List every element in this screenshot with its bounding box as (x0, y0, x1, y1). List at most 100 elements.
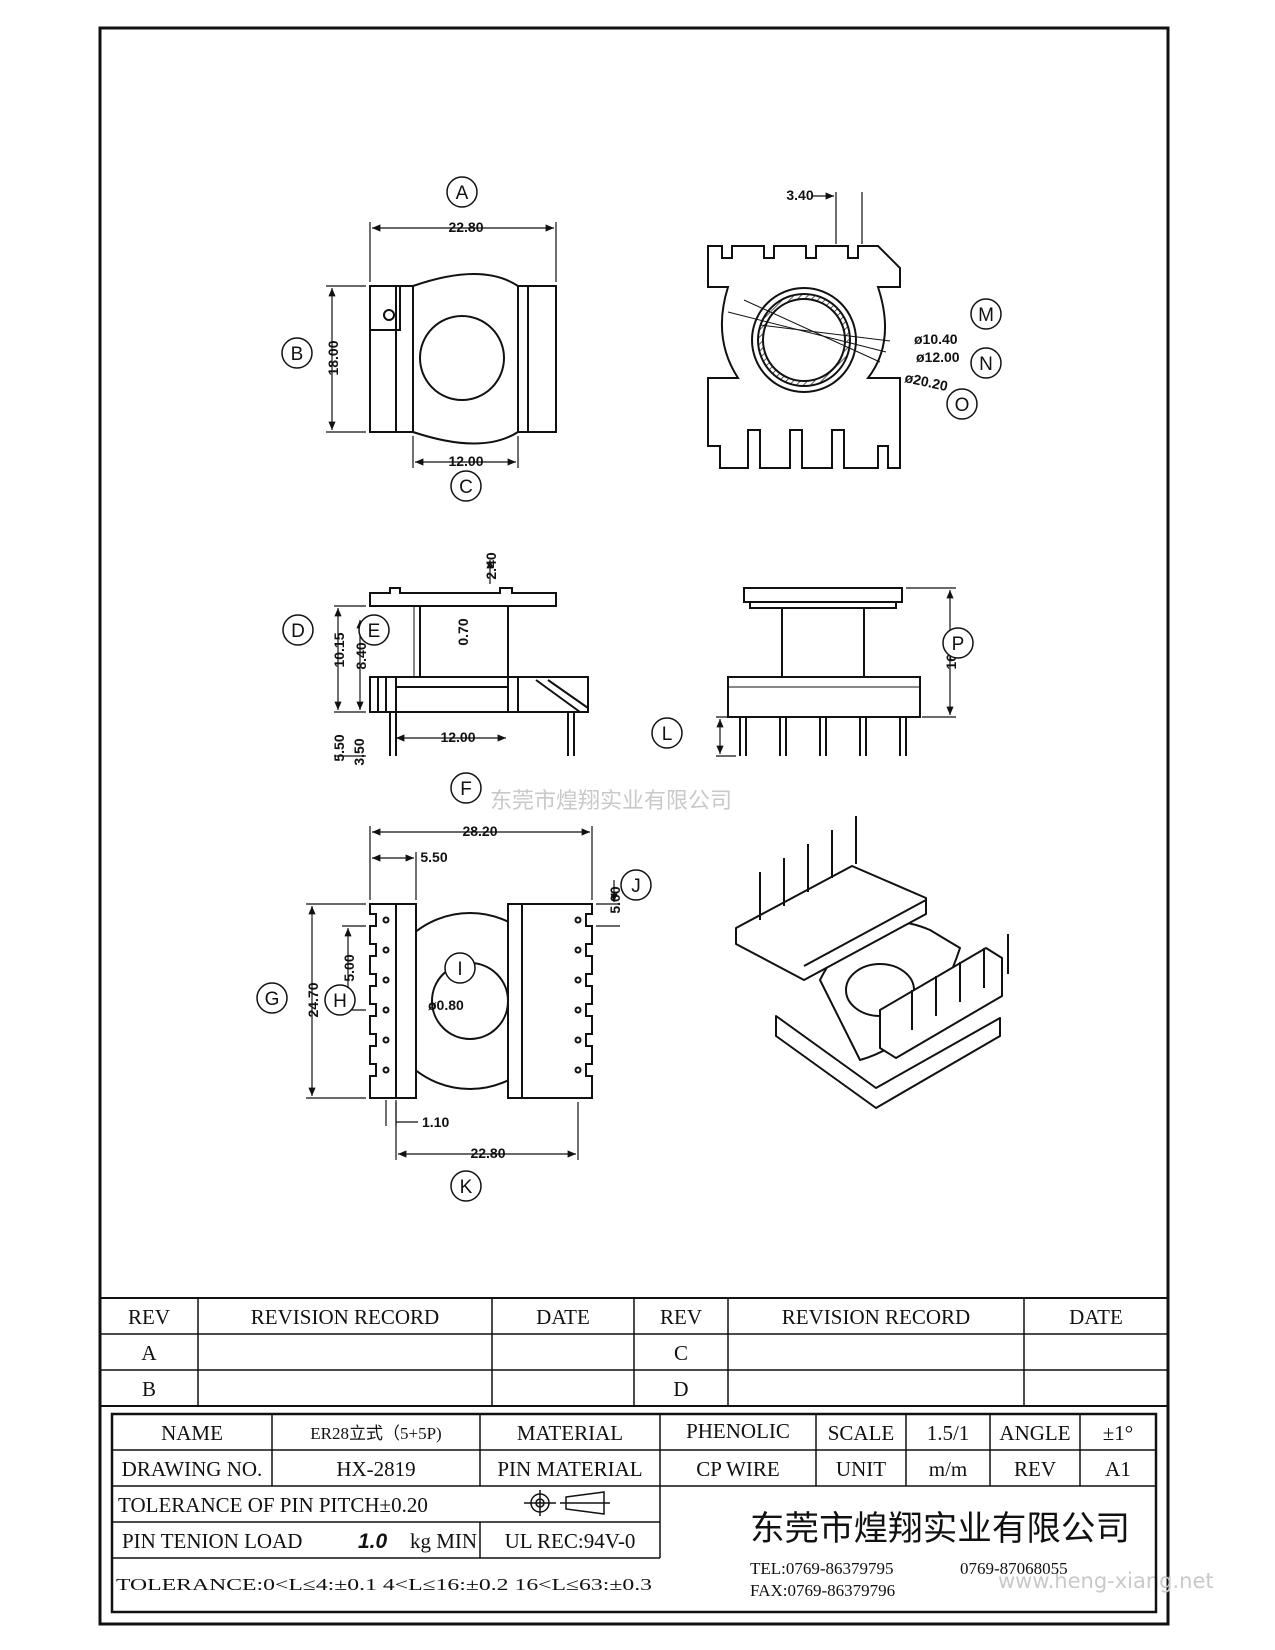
dim-side-core: 12.00 (440, 729, 475, 745)
angle-value: ±1° (1103, 1421, 1133, 1445)
pin-tension-unit: kg MIN (410, 1529, 477, 1553)
callout-label-k: K (460, 1177, 473, 1198)
callout-label-h: H (333, 991, 347, 1012)
callout-circle-g (256, 982, 288, 1014)
rev-row-a: A (141, 1341, 157, 1365)
rev-row-d: D (673, 1377, 688, 1401)
rev-label: REV (1014, 1457, 1056, 1481)
dim-d-mid: ø12.00 (916, 349, 960, 365)
website-url: www.heng-xiang.net (998, 1569, 1214, 1593)
top-view (369, 273, 557, 445)
name-label: NAME (161, 1421, 223, 1445)
company-name: 东莞市煌翔实业有限公司 (750, 1509, 1130, 1549)
dim-side-wall: 0.70 (455, 618, 471, 645)
rev-row-c: C (674, 1341, 688, 1365)
projection-symbol (524, 1490, 610, 1516)
callout-label-a: A (456, 183, 469, 204)
scale-label: SCALE (828, 1421, 895, 1445)
callout-circle-o (946, 388, 978, 420)
revision-table (100, 1297, 1168, 1407)
unit-value: m/m (929, 1457, 968, 1481)
top-right-dims (812, 192, 863, 244)
callout-label-b: B (291, 344, 304, 365)
callout-circle-d (282, 614, 314, 646)
rev-date-header-1: DATE (536, 1305, 590, 1329)
callout-circle-h (324, 984, 356, 1016)
top-view-dims (326, 222, 557, 468)
angle-label: ANGLE (999, 1421, 1070, 1445)
dim-top-height: 18.00 (325, 340, 341, 375)
rev-record-header-1: REVISION RECORD (251, 1305, 439, 1329)
callout-circle-i (444, 952, 476, 984)
ul-rating: UL REC:94V-0 (505, 1529, 636, 1553)
callout-circle-a (446, 176, 478, 208)
rev-header-2: REV (660, 1305, 702, 1329)
pin-tension-label: PIN TENION LOAD (122, 1529, 302, 1553)
tolerance-pitch: TOLERANCE OF PIN PITCH±0.20 (118, 1493, 428, 1517)
callout-label-n: N (979, 354, 993, 375)
front-view-dims (716, 587, 956, 757)
pin-material-label: PIN MATERIAL (497, 1457, 642, 1481)
side-view (369, 587, 589, 756)
callout-label-o: O (955, 395, 970, 416)
callout-circle-m (970, 298, 1002, 330)
bottom-view-dims (306, 826, 620, 1160)
dim-top-bottom: 12.00 (448, 453, 483, 469)
callout-label-p: P (952, 634, 965, 655)
dim-side-flange: 2.40 (483, 552, 499, 579)
callout-label-i: I (457, 959, 462, 980)
dim-bottom-pitch-l: 5.00 (341, 954, 357, 981)
rev-row-b: B (142, 1377, 156, 1401)
callout-label-l: L (662, 724, 673, 745)
callout-circle-f (450, 772, 482, 804)
dim-pitch-top: 3.40 (786, 187, 813, 203)
callout-circle-k (450, 1170, 482, 1202)
callout-circle-c (450, 470, 482, 502)
callout-label-d: D (291, 621, 305, 642)
dim-side-pin2: 3.50 (351, 738, 367, 765)
name-value: ER28立式（5+5P) (310, 1424, 441, 1443)
callout-circle-e (358, 614, 390, 646)
scale-value: 1.5/1 (927, 1421, 970, 1445)
tolerance-general: TOLERANCE:0<L≤4:±0.1 4<L≤16:±0.2 16<L≤63… (116, 1575, 652, 1594)
callout-circle-n (970, 347, 1002, 379)
dim-pin-dia: ø0.80 (428, 997, 464, 1013)
callout-label-m: M (978, 305, 994, 326)
dim-d-inner: ø10.40 (914, 331, 958, 347)
dim-side-pin1: 5.50 (331, 734, 347, 761)
callout-label-c: C (459, 477, 473, 498)
material-value: PHENOLIC (686, 1419, 790, 1443)
dim-side-h1: 10.15 (331, 632, 347, 667)
front-view (727, 587, 921, 756)
dim-bottom-offset: 5.50 (420, 849, 447, 865)
title-block (110, 1412, 1158, 1614)
dim-bottom-core: 22.80 (470, 1145, 505, 1161)
watermark: 东莞市煌翔实业有限公司 (490, 789, 732, 814)
drawing-no-label: DRAWING NO. (122, 1457, 263, 1481)
dim-pin-off: 1.10 (422, 1114, 449, 1130)
callout-circle-l (651, 717, 683, 749)
callout-label-g: G (265, 989, 280, 1010)
rev-value: A1 (1105, 1457, 1131, 1481)
dim-side-h2: 8.40 (353, 642, 369, 669)
company-fax: FAX:0769-86379796 (750, 1581, 895, 1600)
dim-bottom-pitch-r: 5.00 (607, 886, 623, 913)
bottom-view (369, 903, 593, 1099)
dim-d-outer: ø20.20 (903, 369, 949, 394)
callout-label-e: E (368, 621, 381, 642)
pin-material-value: CP WIRE (696, 1457, 779, 1481)
dim-bottom-width: 28.20 (462, 823, 497, 839)
isometric-view (735, 816, 1009, 1109)
drawing-no-value: HX-2819 (336, 1457, 415, 1481)
material-label: MATERIAL (517, 1421, 623, 1445)
callout-label-j: J (631, 876, 641, 897)
pin-tension-value: 1.0 (358, 1530, 388, 1553)
callout-circle-j (620, 869, 652, 901)
company-tel-2: 0769-87068055 (960, 1559, 1068, 1578)
callout-circle-p (942, 627, 974, 659)
rev-header-1: REV (128, 1305, 170, 1329)
frame-border (98, 26, 1170, 1626)
company-tel: TEL:0769-86379795 (750, 1559, 894, 1578)
